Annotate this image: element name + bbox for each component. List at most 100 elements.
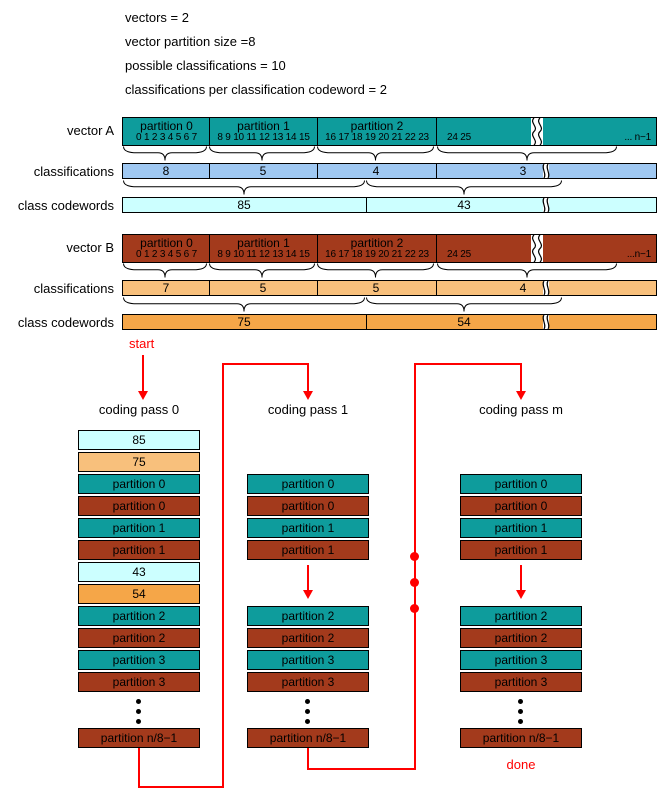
pass-box: partition 2 [78,628,200,648]
partition-label: partition 2 [350,236,404,250]
down-arrow-icon [516,391,526,400]
pass-box: partition 2 [460,628,582,648]
index-tail: ... n−1 [624,132,651,143]
segment-divider [317,281,318,295]
ellipsis-dots [247,694,369,726]
flow-line [222,363,309,365]
brace [317,263,434,278]
classifications-a-label: classifications [33,164,114,179]
brace [209,263,315,278]
partition-label: partition 0 [140,119,193,133]
pass-box: 75 [78,452,200,472]
partition-divider [209,118,210,145]
brace [123,180,365,195]
ellipsis-dot [410,578,419,587]
partition-divider [209,235,210,262]
param-per-codeword: classifications per classification codew… [125,82,387,97]
pass-box: partition 0 [460,496,582,516]
flow-line [307,363,309,392]
arrow-gap [460,562,582,606]
index-numbers: 24 25 [446,249,472,260]
ellipsis-dot [410,604,419,613]
segment-divider [209,281,210,295]
index-tail: ...n−1 [626,249,651,260]
pass-box: partition 2 [247,628,369,648]
break-squiggle [542,314,550,330]
pass-box: partition 1 [78,518,200,538]
brace [123,297,365,312]
ellipsis-dots [460,694,582,726]
down-arrow-icon [516,590,526,599]
ellipsis-dots [78,694,200,726]
brace [123,263,207,278]
pass-box: partition 3 [460,672,582,692]
pass-box: partition 0 [247,474,369,494]
vector-a-label: vector A [67,123,114,138]
segment-divider [436,281,437,295]
flow-line [414,363,416,770]
codeword-value: 54 [457,315,471,329]
pass-box: partition 3 [247,650,369,670]
pass-box: partition 2 [78,606,200,626]
segment-divider [317,164,318,178]
pass-box: partition n/8−1 [78,728,200,748]
partition-divider [317,118,318,145]
flow-line [307,746,309,770]
classification-value: 4 [519,281,527,295]
done-label: done [506,757,536,772]
classification-value: 5 [259,281,267,295]
pass-box: partition 2 [460,606,582,626]
index-numbers: 0 1 2 3 4 5 6 7 [136,249,197,260]
class-codewords-b-label: class codewords [17,315,114,330]
pass-box: partition 0 [247,496,369,516]
flow-line [222,363,224,788]
classifications-b-label: classifications [33,281,114,296]
pass-box: partition 0 [78,496,200,516]
flow-line [520,363,522,392]
pass-box: partition 3 [78,672,200,692]
segment-divider [436,164,437,178]
param-vectors: vectors = 2 [125,10,189,25]
down-arrow-icon [303,590,313,599]
codeword-value: 85 [237,198,251,212]
partition-label: partition 0 [140,236,193,250]
arrow-gap [247,562,369,606]
pass-box: partition 1 [247,540,369,560]
pass-box: partition 3 [78,650,200,670]
pass-box: partition 3 [460,650,582,670]
flow-line [414,363,522,365]
index-numbers: 24 25 [446,132,472,143]
index-numbers: 8 9 10 11 12 13 14 15 [217,249,310,260]
index-numbers: 16 17 18 19 20 21 22 23 [325,132,429,143]
pass-box: partition 0 [78,474,200,494]
down-arrow-icon [138,391,148,400]
pass-box: partition 1 [460,518,582,538]
ellipsis-dot [410,552,419,561]
classification-value: 5 [259,164,267,178]
partition-label: partition 2 [350,119,404,133]
pass-box: 54 [78,584,200,604]
partition-label: partition 1 [237,236,290,250]
classifications-b-bar: 7 5 5 4 [122,280,657,296]
coding-pass-m-title: coding pass m [479,402,563,417]
break-squiggle [531,234,543,263]
coding-pass-1-title: coding pass 1 [267,402,349,417]
index-numbers: 8 9 10 11 12 13 14 15 [217,132,310,143]
pass-box: partition 2 [247,606,369,626]
vector-b-label: vector B [66,240,114,255]
codeword-value: 75 [237,315,251,329]
classification-value: 3 [519,164,527,178]
break-squiggle [542,280,550,296]
classification-value: 5 [372,281,380,295]
param-partition-size: vector partition size =8 [125,34,256,49]
partition-divider [317,235,318,262]
pass-box: 85 [78,430,200,450]
pass-box: partition 1 [247,518,369,538]
flow-line [138,746,140,788]
brace [209,146,315,161]
brace [437,146,617,161]
coding-pass-0-stack: 85 75 partition 0 partition 0 partition … [78,430,200,750]
pass-box: partition 1 [78,540,200,560]
pass-box: partition n/8−1 [460,728,582,748]
partition-divider [436,118,437,145]
